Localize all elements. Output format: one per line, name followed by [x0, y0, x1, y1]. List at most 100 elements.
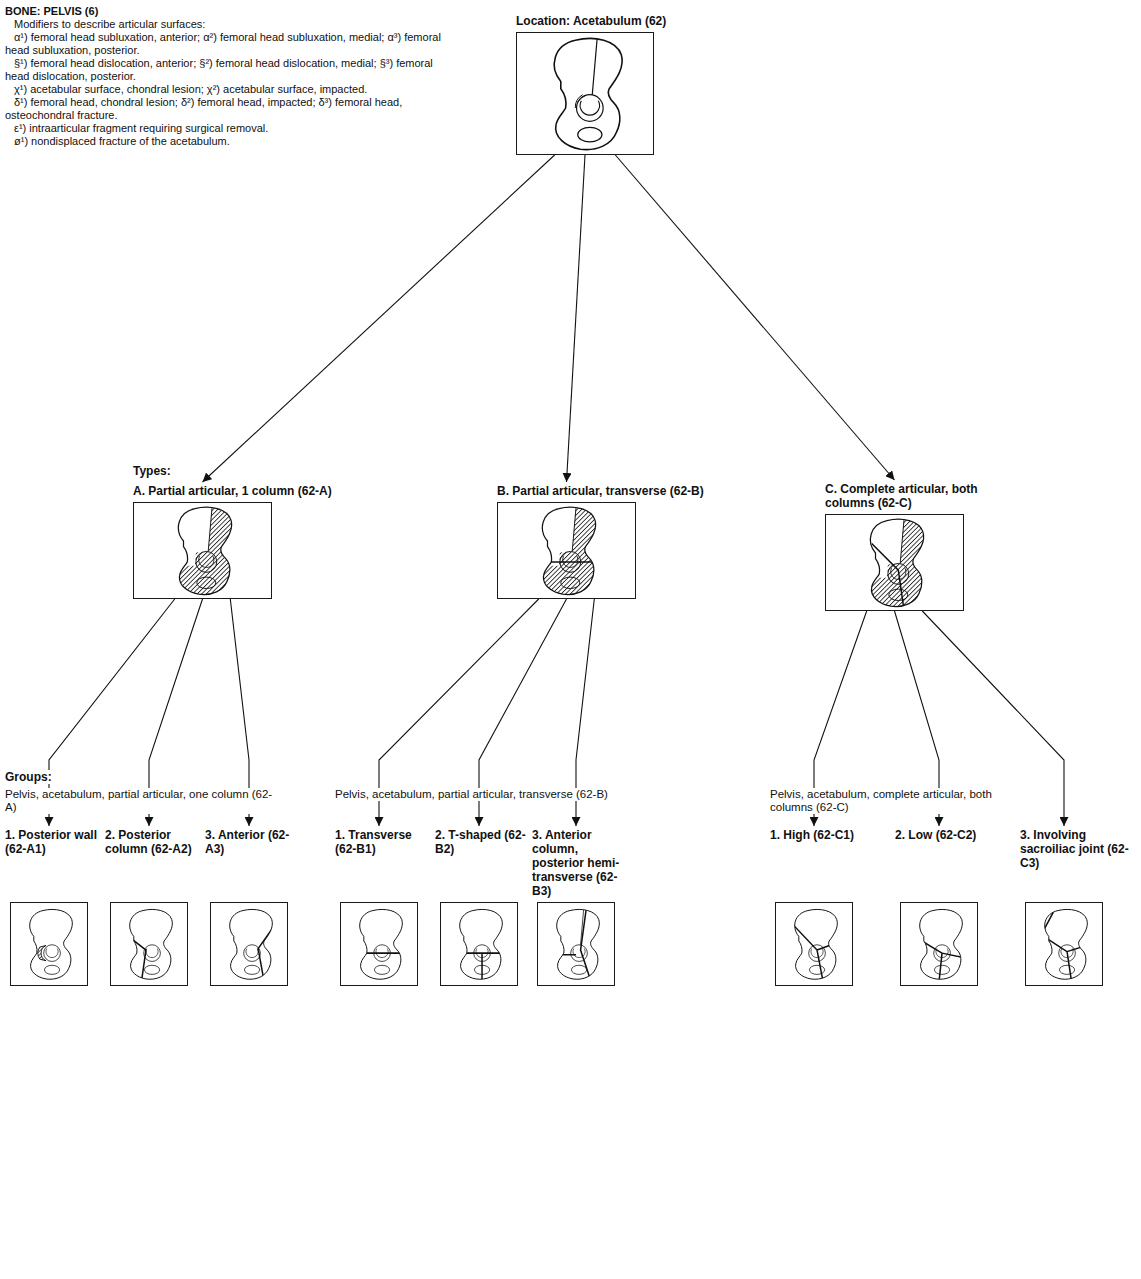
type-box: C. Complete articular, both columns (62-…	[825, 480, 1000, 611]
figure-frame	[516, 32, 654, 155]
pelvis-illustration	[441, 903, 517, 985]
pelvis-drawing	[130, 909, 173, 982]
box-heading: 2. Low (62-C2)	[895, 828, 1005, 842]
pelvis-drawing	[155, 503, 250, 598]
pelvis-drawing	[1041, 909, 1096, 982]
figure-frame	[210, 902, 288, 986]
group-box: 1. Posterior wall (62-A1)	[5, 826, 100, 986]
arrow-connector	[814, 611, 867, 826]
box-heading: 1. High (62-C1)	[770, 828, 880, 842]
pelvis-drawing	[554, 38, 622, 149]
group-header: Pelvis, acetabulum, partial articular, o…	[5, 788, 277, 814]
box-heading: A. Partial articular, 1 column (62-A)	[133, 484, 368, 498]
type-box: B. Partial articular, transverse (62-B)	[497, 482, 742, 599]
pelvis-illustration	[11, 903, 87, 985]
modifier-note: χ¹) acetabular surface, chondral lesion;…	[5, 83, 445, 96]
group-header: Pelvis, acetabulum, complete articular, …	[770, 788, 1032, 814]
pelvis-illustration	[776, 903, 852, 985]
arrow-connector	[479, 599, 567, 826]
box-heading: 3. Anterior (62-A3)	[205, 828, 300, 856]
pelvis-illustration	[826, 515, 963, 610]
modifier-note: ø¹) nondisplaced fracture of the acetabu…	[5, 135, 445, 148]
modifier-note: δ¹) femoral head, chondral lesion; δ²) f…	[5, 96, 445, 122]
box-heading: C. Complete articular, both columns (62-…	[825, 482, 1000, 510]
box-heading: Location: Acetabulum (62)	[516, 14, 716, 28]
figure-frame	[537, 902, 615, 986]
connector-group	[49, 155, 1064, 826]
arrow-connector	[230, 599, 249, 826]
box-heading: 3. Involving sacroiliac joint (62-C3)	[1020, 828, 1130, 870]
pelvis-illustration	[538, 903, 614, 985]
arrow-connector	[379, 599, 539, 826]
heading-block: Location: Acetabulum (62)	[516, 14, 716, 28]
group-box: 3. Involving sacroiliac joint (62-C3)	[1020, 826, 1130, 986]
heading-block: 3. Anterior column, posterior hemi-trans…	[532, 828, 632, 898]
heading-block: 1. Posterior wall (62-A1)	[5, 828, 100, 898]
box-heading: 1. Posterior wall (62-A1)	[5, 828, 100, 856]
box-heading: 2. T-shaped (62-B2)	[435, 828, 527, 856]
pelvis-drawing	[790, 909, 846, 982]
box-heading: 3. Anterior column, posterior hemi-trans…	[532, 828, 632, 898]
box-heading: B. Partial articular, transverse (62-B)	[497, 484, 742, 498]
arrow-connector	[49, 599, 175, 826]
pelvis-drawing	[30, 909, 73, 979]
groups-heading: Groups:	[5, 770, 52, 784]
modifier-note: α¹) femoral head subluxation, anterior; …	[5, 31, 445, 57]
pelvis-illustration	[111, 903, 187, 985]
pelvis-drawing	[919, 909, 971, 982]
heading-block: B. Partial articular, transverse (62-B)	[497, 484, 742, 498]
figure-frame	[110, 902, 188, 986]
group-box: 2. T-shaped (62-B2)	[435, 826, 527, 986]
group-box: 2. Posterior column (62-A2)	[105, 826, 200, 986]
figure-frame	[1025, 902, 1103, 986]
heading-block: A. Partial articular, 1 column (62-A)	[133, 484, 368, 498]
group-box: 3. Anterior column, posterior hemi-trans…	[532, 826, 632, 986]
heading-block: 3. Involving sacroiliac joint (62-C3)	[1020, 828, 1130, 898]
pelvis-illustration	[134, 503, 271, 598]
location-box: Location: Acetabulum (62)	[516, 12, 716, 155]
pelvis-illustration	[498, 503, 635, 598]
arrow-connector	[149, 599, 203, 826]
heading-block: 1. Transverse (62-B1)	[335, 828, 430, 898]
heading-block: C. Complete articular, both columns (62-…	[825, 482, 1000, 510]
heading-block: 2. T-shaped (62-B2)	[435, 828, 527, 898]
figure-frame	[775, 902, 853, 986]
pelvis-drawing	[549, 906, 599, 982]
pelvis-illustration	[341, 903, 417, 985]
arrow-connector	[576, 599, 594, 826]
arrow-connector	[895, 611, 940, 826]
modifier-intro: Modifiers to describe articular surfaces…	[5, 18, 445, 31]
figure-frame	[497, 502, 636, 599]
pelvis-drawing	[847, 515, 942, 610]
pelvis-illustration	[1026, 903, 1102, 985]
group-header: Pelvis, acetabulum, partial articular, t…	[335, 788, 625, 801]
types-heading: Types:	[133, 464, 171, 478]
figure-frame	[340, 902, 418, 986]
pelvis-illustration	[211, 903, 287, 985]
box-heading: 2. Posterior column (62-A2)	[105, 828, 200, 856]
arrow-connector	[567, 155, 586, 482]
pelvis-drawing	[452, 909, 513, 982]
heading-block: 3. Anterior (62-A3)	[205, 828, 300, 898]
pelvis-drawing	[352, 909, 413, 979]
modifier-note: §¹) femoral head dislocation, anterior; …	[5, 57, 445, 83]
pelvis-drawing	[230, 909, 274, 982]
figure-frame	[440, 902, 518, 986]
arrow-connector	[922, 611, 1064, 826]
arrow-connector	[203, 155, 555, 482]
heading-block: 1. High (62-C1)	[770, 828, 880, 898]
bone-heading: BONE: PELVIS (6)	[5, 5, 445, 18]
arrow-connector	[615, 155, 894, 480]
group-box: 3. Anterior (62-A3)	[205, 826, 300, 986]
figure-frame	[825, 514, 964, 611]
group-box: 1. High (62-C1)	[770, 826, 880, 986]
type-box: A. Partial articular, 1 column (62-A)	[133, 482, 368, 599]
pelvis-drawing	[519, 503, 614, 598]
pelvis-illustration	[517, 33, 653, 154]
figure-frame	[900, 902, 978, 986]
box-heading: 1. Transverse (62-B1)	[335, 828, 430, 856]
